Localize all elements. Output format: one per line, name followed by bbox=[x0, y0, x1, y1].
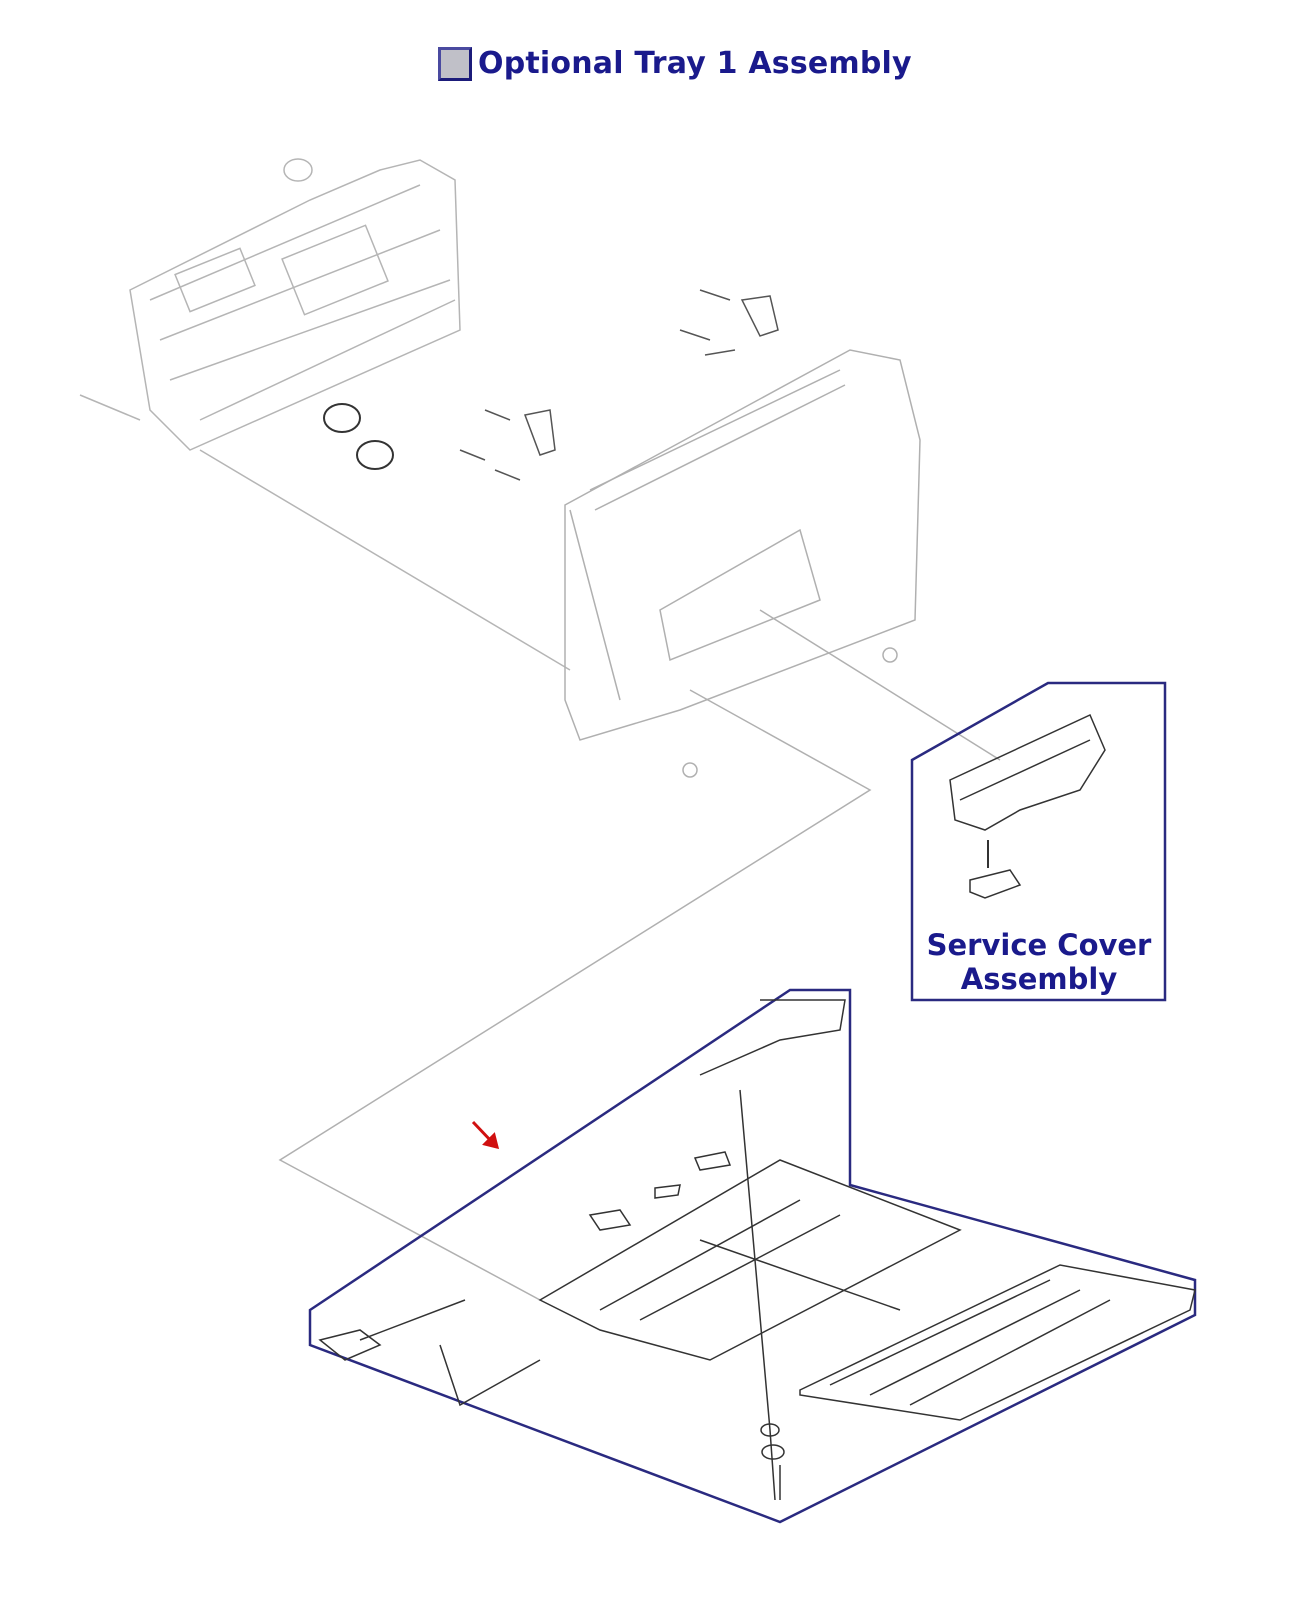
tray-frame-drawing bbox=[79, 158, 571, 671]
title-text: Optional Tray 1 Assembly bbox=[478, 46, 912, 81]
pickup-rollers bbox=[323, 403, 394, 470]
red-pointer-arrow-icon bbox=[471, 1120, 500, 1150]
tray-drawing bbox=[318, 999, 1196, 1501]
service-cover-callout-frame bbox=[910, 681, 1167, 1002]
label-line-2: Assembly bbox=[960, 962, 1118, 996]
diagram-title: Optional Tray 1 Assembly bbox=[438, 46, 912, 81]
square-bullet-icon bbox=[438, 46, 472, 81]
service-cover-assembly-label: Service Cover Assembly bbox=[914, 928, 1164, 996]
label-line-1: Service Cover bbox=[926, 928, 1152, 962]
screws-and-brackets bbox=[459, 289, 779, 481]
cover-drawing bbox=[278, 349, 1001, 1301]
tray-callout-frame bbox=[308, 988, 1197, 1524]
